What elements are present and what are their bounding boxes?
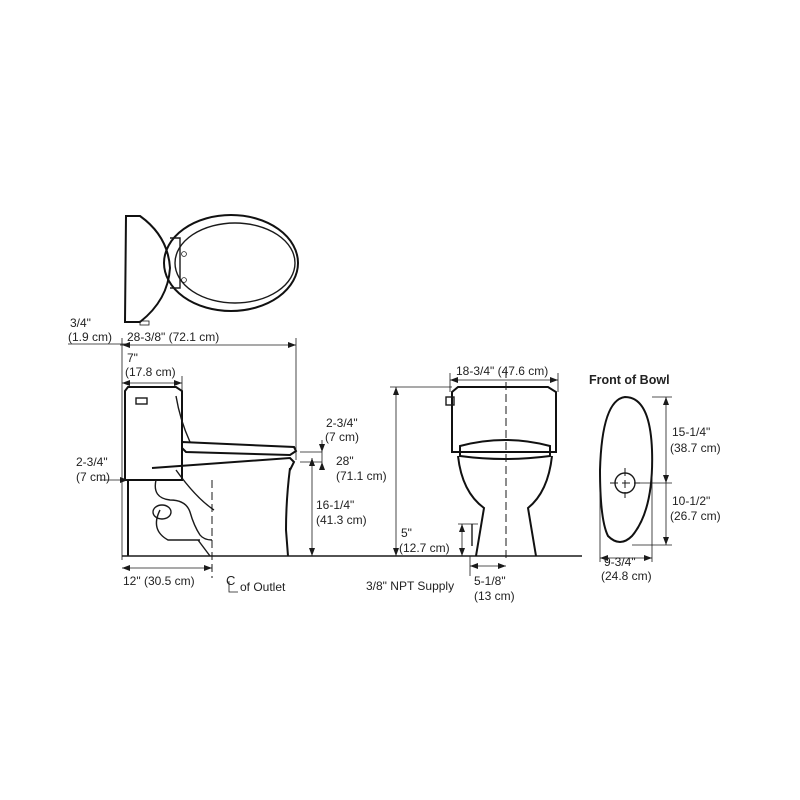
top-view	[123, 214, 299, 326]
label-overall-length: 28-3/8" (72.1 cm)	[127, 330, 219, 344]
side-view-trapway-lower	[155, 509, 200, 541]
side-view-outlet-hole	[152, 504, 172, 520]
centerline-l-glyph	[228, 581, 238, 593]
front-view-tank	[451, 386, 557, 453]
label-outlet-to-front-in: 10-1/2"	[672, 494, 710, 508]
arrow-width-right	[550, 377, 558, 383]
side-view-seat	[181, 440, 298, 457]
label-outlet-to-front-cm: (26.7 cm)	[670, 509, 721, 523]
arrow-rim-top	[309, 458, 315, 466]
label-bowl-length-in: 15-1/4"	[672, 425, 710, 439]
arrow-supply-bottom	[459, 548, 465, 556]
side-view-flush-lever	[135, 397, 148, 405]
label-tank-depth-in: 7"	[127, 351, 138, 365]
side-view-foot	[197, 539, 211, 557]
top-view-tank	[123, 215, 172, 323]
side-view-bowl-inner	[175, 469, 215, 511]
arrow-tank-right	[174, 380, 182, 386]
arrow-height-bottom	[393, 548, 399, 556]
label-bowl-length-cm: (38.7 cm)	[670, 441, 721, 455]
label-supply-offset-cm: (13 cm)	[474, 589, 515, 603]
front-view-bowl	[457, 455, 553, 557]
arrow-width-left	[450, 377, 458, 383]
label-rough-in: 12" (30.5 cm)	[123, 574, 195, 588]
label-rim-height-in: 16-1/4"	[316, 498, 354, 512]
arrow-length-right	[288, 342, 296, 348]
arrow-tank-left	[122, 380, 130, 386]
label-front-of-bowl: Front of Bowl	[589, 373, 670, 387]
side-view-tank-back	[175, 395, 191, 443]
hinge-bolt-upper	[181, 251, 187, 257]
arrow-bowl-mid	[663, 475, 669, 483]
label-seat-rise-cm: (7 cm)	[325, 430, 359, 444]
top-view-tab	[139, 320, 150, 326]
arrow-bowlw-left	[600, 555, 608, 561]
arrow-rim-bottom	[309, 548, 315, 556]
arrowheads	[120, 342, 669, 571]
front-view-lever	[445, 396, 455, 406]
arrow-height-top	[393, 387, 399, 395]
label-supply-offset-in: 5-1/8"	[474, 574, 506, 588]
front-view	[445, 370, 557, 560]
label-width: 18-3/4" (47.6 cm)	[456, 364, 548, 378]
side-view	[124, 386, 298, 578]
centerline-symbol: C	[226, 573, 238, 593]
label-overall-height-in: 28"	[336, 454, 354, 468]
arrow-rough-right	[204, 565, 212, 571]
label-top-offset-in: 3/4"	[70, 316, 91, 330]
hinge-bolt-lower	[181, 277, 187, 283]
arrow-offset-left	[470, 563, 478, 569]
top-view-hinge	[170, 237, 181, 289]
label-overall-height-cm: (71.1 cm)	[336, 469, 387, 483]
label-supply-height-cm: (12.7 cm)	[399, 541, 450, 555]
front-view-seat	[459, 439, 551, 460]
arrow-bowl-bottom	[663, 537, 669, 545]
labels: 3/4" (1.9 cm) 28-3/8" (72.1 cm) 7" (17.8…	[68, 316, 721, 603]
label-bowl-width-cm: (24.8 cm)	[601, 569, 652, 583]
label-base-offset-in: 2-3/4"	[76, 455, 108, 469]
label-outlet: of Outlet	[240, 580, 286, 594]
label-rim-height-cm: (41.3 cm)	[316, 513, 367, 527]
bowl-footprint	[598, 395, 654, 543]
arrow-rough-left	[122, 565, 130, 571]
arrow-base-offset	[120, 477, 128, 483]
arrow-rise-bottom	[319, 462, 325, 470]
label-bowl-width-in: 9-3/4"	[604, 555, 636, 569]
bowl-footprint-outline	[598, 395, 654, 543]
label-base-offset-cm: (7 cm)	[76, 470, 110, 484]
label-top-offset-cm: (1.9 cm)	[68, 330, 112, 344]
label-seat-rise-in: 2-3/4"	[326, 416, 358, 430]
top-view-seat-inner	[174, 222, 296, 304]
label-supply-height-in: 5"	[401, 526, 412, 540]
side-view-trapway	[154, 479, 213, 541]
arrow-bowlw-right	[644, 555, 652, 561]
side-view-bowl-rim	[151, 456, 296, 471]
arrow-offset-right	[498, 563, 506, 569]
arrow-bowl-top	[663, 397, 669, 405]
top-view-seat-outer	[163, 214, 299, 312]
arrow-length-left	[122, 342, 130, 348]
side-view-bowl-front	[284, 467, 291, 557]
centerline-c-glyph: C	[226, 573, 235, 588]
arrow-supply-top	[459, 524, 465, 532]
label-supply: 3/8" NPT Supply	[366, 579, 454, 593]
arrow-rise-top	[319, 444, 325, 452]
label-tank-depth-cm: (17.8 cm)	[125, 365, 176, 379]
